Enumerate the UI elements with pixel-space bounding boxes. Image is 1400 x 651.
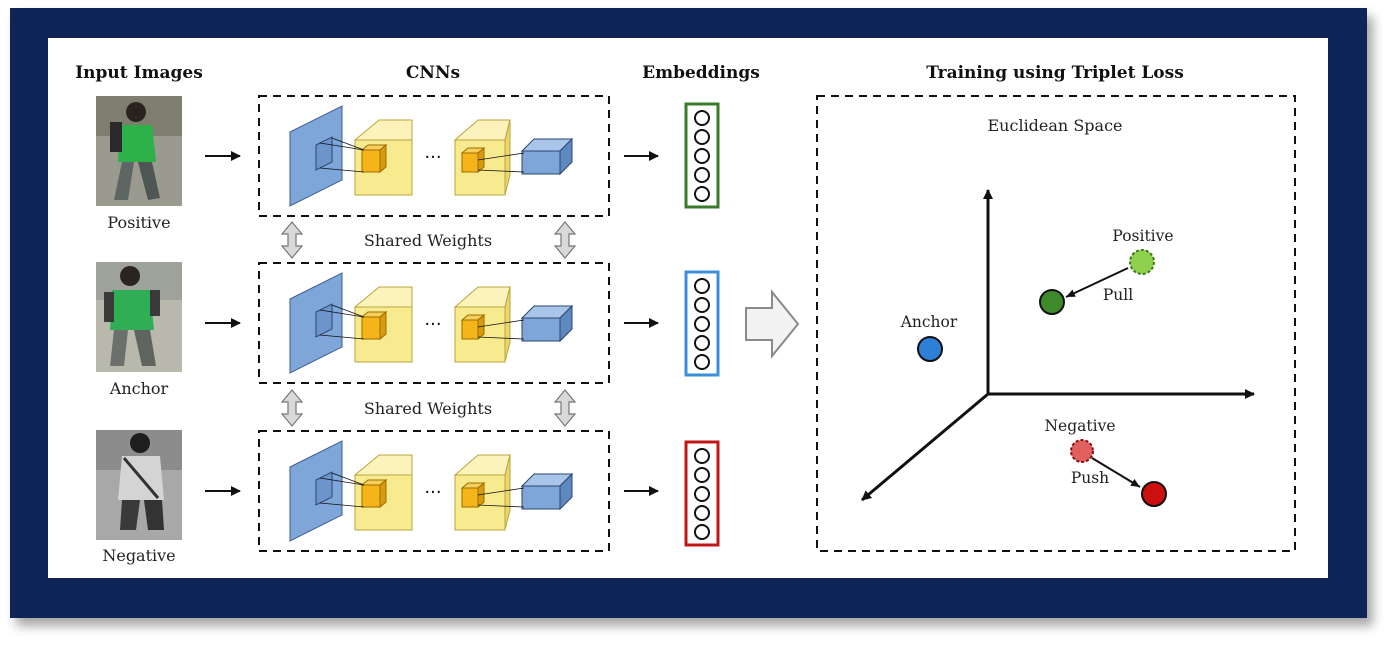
negative-point-pushed — [1141, 481, 1167, 507]
shared-weights-arrow-left-2 — [280, 389, 304, 427]
row-label-positive: Positive — [107, 213, 170, 232]
space-negative-label: Negative — [1044, 417, 1115, 435]
big-right-arrow-icon — [745, 289, 800, 359]
training-box — [816, 95, 1296, 552]
header-cnns: CNNs — [406, 63, 460, 83]
cnn-box-anchor: ··· — [258, 262, 610, 384]
euclidean-space-title: Euclidean Space — [988, 116, 1123, 135]
cnn-box-negative: ··· — [258, 430, 610, 552]
shared-weights-arrow-left-1 — [280, 221, 304, 259]
positive-person-image — [96, 96, 182, 206]
shared-weights-label-2: Shared Weights — [364, 399, 492, 418]
embedding-vector-positive — [684, 102, 720, 209]
positive-point-pulled — [1039, 289, 1065, 315]
header-training: Training using Triplet Loss — [926, 63, 1184, 83]
header-embeddings: Embeddings — [642, 63, 760, 83]
cnn-box-positive: ··· — [258, 95, 610, 217]
space-anchor-label: Anchor — [900, 313, 958, 331]
anchor-point — [917, 336, 943, 362]
z-axis — [861, 392, 989, 502]
svg-text:···: ··· — [424, 314, 441, 335]
space-positive-label: Positive — [1112, 227, 1173, 245]
embedding-vector-negative — [684, 440, 720, 547]
shared-weights-label-1: Shared Weights — [364, 231, 492, 250]
row-label-anchor: Anchor — [109, 379, 169, 398]
embedding-vector-anchor — [684, 270, 720, 377]
shared-weights-arrow-right-2 — [553, 389, 577, 427]
negative-person-image — [96, 430, 182, 540]
row-label-negative: Negative — [102, 546, 175, 565]
negative-point-original — [1070, 439, 1094, 463]
pull-label: Pull — [1103, 286, 1133, 304]
svg-text:···: ··· — [424, 482, 441, 503]
shared-weights-arrow-right-1 — [553, 221, 577, 259]
push-arrow — [1091, 457, 1141, 488]
positive-point-original — [1129, 249, 1155, 275]
push-label: Push — [1071, 469, 1109, 487]
svg-text:···: ··· — [424, 147, 441, 168]
pull-arrow — [1065, 267, 1129, 298]
anchor-person-image — [96, 262, 182, 372]
header-input-images: Input Images — [75, 63, 203, 83]
